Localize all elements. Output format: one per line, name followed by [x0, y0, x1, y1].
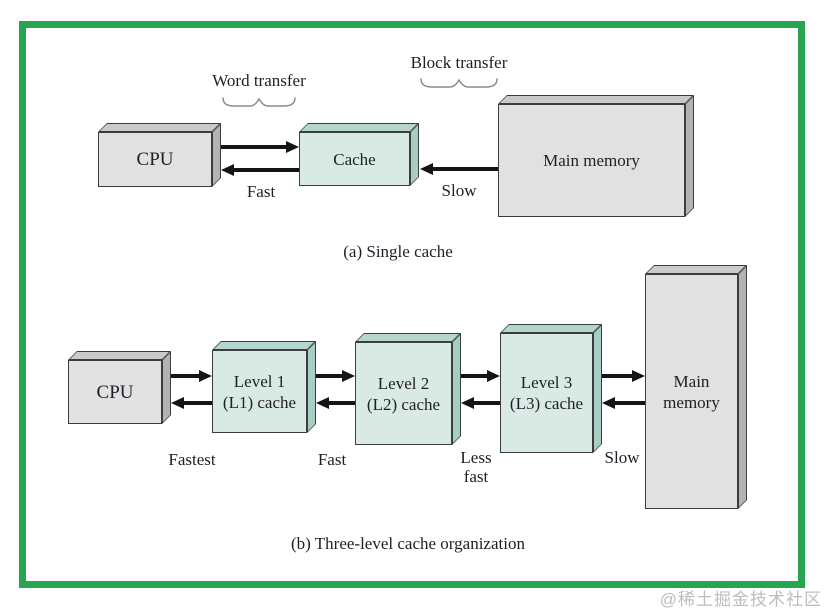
site-watermark: @稀土掘金技术社区 — [659, 590, 822, 609]
arrow-l1-to-cpu — [184, 401, 212, 405]
box-top-face — [645, 265, 747, 274]
arrow-cpu-to-l1 — [171, 374, 199, 378]
l2-label-line1: Level 2 — [377, 373, 430, 393]
arrow-l2-to-l3 — [461, 374, 487, 378]
fast-label-b: Fast — [317, 450, 347, 469]
box-top-face — [98, 123, 221, 132]
less-fast-label: Less fast — [460, 448, 491, 486]
box-side-face — [212, 123, 221, 187]
main-memory-box-a: Main memory — [498, 95, 694, 217]
cpu-box-b: CPU — [68, 351, 171, 424]
l2-cache-box: Level 2 (L2) cache — [355, 333, 461, 445]
less-fast-line2: fast — [463, 467, 489, 486]
arrow-l2-to-l1 — [329, 401, 355, 405]
l2-label-line2: (L2) cache — [366, 394, 441, 414]
fast-label-a: Fast — [246, 182, 276, 201]
l3-label-line2: (L3) cache — [509, 394, 584, 413]
box-side-face — [685, 95, 694, 217]
main-memory-label-line2: memory — [663, 392, 720, 412]
fastest-label: Fastest — [168, 450, 216, 469]
arrow-l3-to-l2 — [474, 401, 500, 405]
l3-label-line1: Level 3 — [520, 373, 573, 392]
arrow-l3-to-memory — [602, 374, 632, 378]
arrow-memory-to-cache — [433, 167, 498, 171]
arrow-memory-to-l3 — [615, 401, 645, 405]
box-side-face — [410, 123, 419, 186]
main-memory-label-line1: Main — [673, 371, 710, 391]
cache-box-a: Cache — [299, 123, 419, 186]
caption-three-level: (b) Three-level cache organization — [291, 534, 525, 553]
box-top-face — [299, 123, 419, 132]
box-side-face — [452, 333, 461, 445]
arrow-l1-to-l2 — [316, 374, 342, 378]
box-side-face — [738, 265, 747, 509]
box-top-face — [68, 351, 171, 360]
word-transfer-brace — [222, 97, 296, 107]
box-top-face — [498, 95, 694, 104]
box-top-face — [500, 324, 602, 333]
l1-label-line1: Level 1 — [233, 371, 286, 391]
slow-label-a: Slow — [441, 181, 477, 200]
l1-label-line2: (L1) cache — [222, 392, 297, 412]
box-top-face — [355, 333, 461, 342]
box-top-face — [212, 341, 316, 350]
arrow-cpu-to-cache — [221, 145, 286, 149]
l3-cache-box: Level 3 (L3) cache — [500, 324, 602, 453]
cpu-label-b: CPU — [96, 381, 134, 403]
caption-single-cache: (a) Single cache — [343, 242, 453, 261]
main-memory-label-a: Main memory — [543, 151, 640, 170]
arrow-cache-to-cpu — [234, 168, 299, 172]
cpu-box-a: CPU — [98, 123, 221, 187]
slow-label-b: Slow — [604, 448, 640, 467]
block-transfer-label: Block transfer — [410, 53, 508, 72]
box-side-face — [162, 351, 171, 424]
box-side-face — [593, 324, 602, 453]
cpu-label-a: CPU — [136, 149, 174, 170]
word-transfer-label: Word transfer — [212, 71, 306, 90]
less-fast-line1: Less — [460, 448, 492, 467]
l1-cache-box: Level 1 (L1) cache — [212, 341, 316, 433]
box-side-face — [307, 341, 316, 433]
main-memory-box-b: Main memory — [645, 265, 747, 509]
block-transfer-brace — [420, 78, 498, 88]
cache-label-a: Cache — [333, 149, 376, 169]
